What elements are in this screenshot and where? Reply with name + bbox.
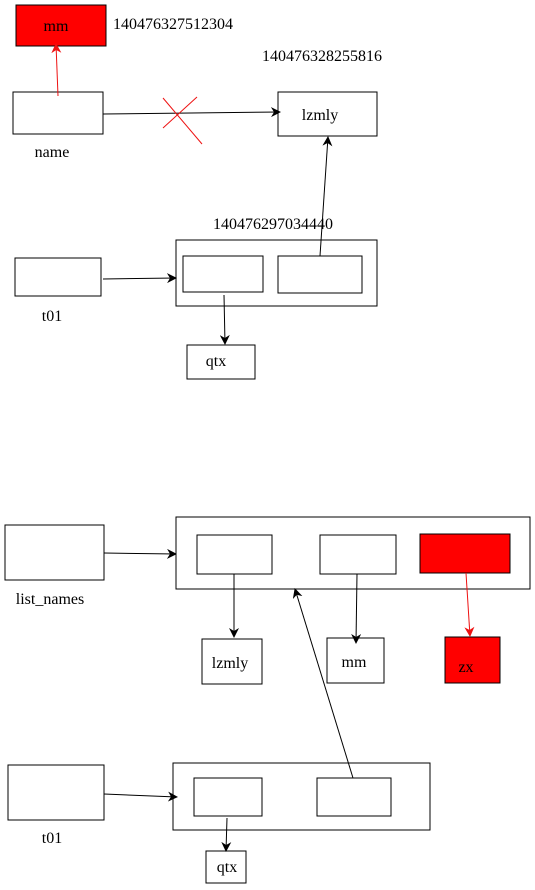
arrow-list-names-to-list bbox=[103, 548, 177, 559]
top-diagram: mm 140476327512304 140476328255816 name … bbox=[12, 4, 382, 380]
arrow-slot1-to-mm bbox=[351, 573, 362, 644]
value-zx-label: zx bbox=[458, 659, 473, 676]
list-slot-1 bbox=[319, 534, 397, 575]
list-slot-2-highlighted bbox=[419, 533, 511, 574]
arrow-t01-to-tuple bbox=[103, 791, 178, 802]
arrow-slot1-to-lzmly bbox=[319, 136, 333, 257]
cross-mark-line bbox=[162, 97, 203, 145]
address-tuple-label: 140476297034440 bbox=[213, 216, 333, 233]
var-t01-box bbox=[14, 257, 102, 297]
value-lzmly-box bbox=[277, 91, 378, 137]
tuple-slot-1 bbox=[277, 255, 363, 294]
var-t01-label: t01 bbox=[42, 830, 62, 847]
value-qtx-label: qtx bbox=[206, 353, 226, 370]
cross-mark-line bbox=[162, 96, 198, 129]
value-lzmly-label: lzmly bbox=[302, 107, 338, 124]
list-slot-0 bbox=[196, 534, 273, 575]
value-qtx-box bbox=[205, 850, 247, 884]
arrow-slot0-to-qtx bbox=[221, 817, 232, 852]
value-zx-box bbox=[444, 636, 501, 684]
bottom-diagram: list_names lzmly mm zx t01 qtx bbox=[4, 516, 531, 884]
var-t01-label: t01 bbox=[42, 308, 62, 325]
value-qtx-box bbox=[186, 344, 256, 380]
var-name-label: name bbox=[35, 144, 70, 161]
value-lzmly-box bbox=[201, 638, 263, 685]
arrow-name-to-mm bbox=[51, 43, 62, 97]
value-mm-box bbox=[326, 637, 385, 684]
value-mm-box bbox=[15, 4, 107, 47]
arrow-name-to-lzmly bbox=[102, 107, 281, 118]
arrow-tuple-slot1-to-list bbox=[292, 588, 354, 779]
arrow-t01-to-tuple bbox=[102, 273, 177, 284]
value-qtx-label: qtx bbox=[217, 859, 237, 876]
var-list-names-box bbox=[4, 524, 105, 581]
tuple-slot-0 bbox=[182, 255, 264, 293]
address-mm-label: 140476327512304 bbox=[113, 16, 233, 33]
value-lzmly-label: lzmly bbox=[212, 655, 248, 672]
var-list-names-label: list_names bbox=[16, 591, 84, 608]
address-lzmly-label: 140476328255816 bbox=[262, 48, 382, 65]
arrow-slot2-to-zx bbox=[464, 572, 475, 637]
var-name-box bbox=[12, 91, 104, 135]
value-mm-label: mm bbox=[44, 18, 69, 35]
var-t01-box bbox=[7, 764, 105, 821]
tuple-slot-1 bbox=[316, 777, 392, 817]
tuple-slot-0 bbox=[193, 777, 263, 817]
arrow-slot0-to-qtx bbox=[219, 294, 230, 345]
value-mm-label: mm bbox=[342, 654, 367, 671]
